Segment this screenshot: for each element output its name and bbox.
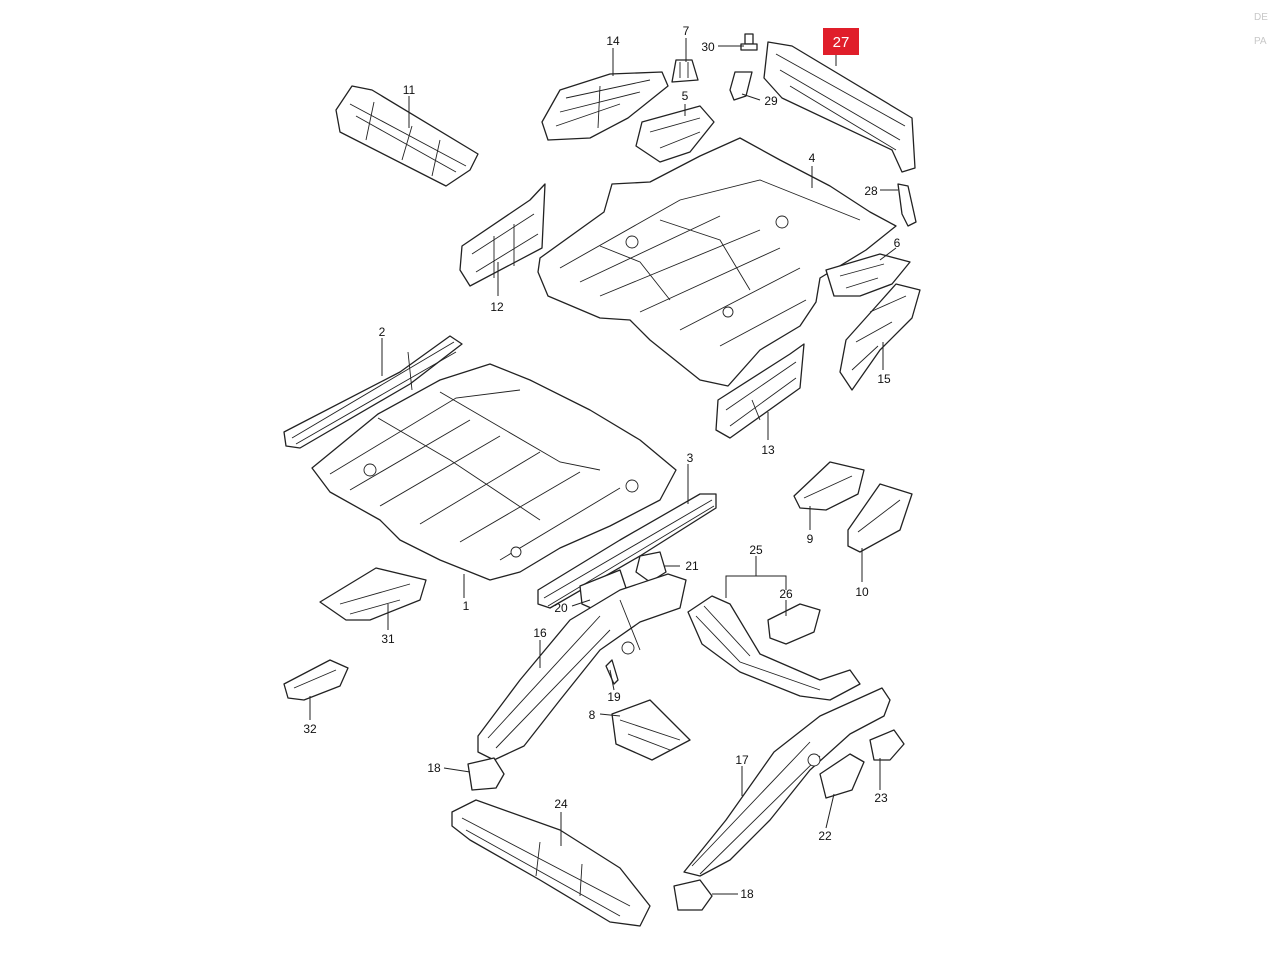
callout-10[interactable]: 10 bbox=[855, 585, 869, 599]
callout-16[interactable]: 16 bbox=[533, 626, 547, 640]
part-30-bolt[interactable] bbox=[740, 33, 758, 51]
callout-20[interactable]: 20 bbox=[554, 601, 568, 615]
part-7-bracket[interactable] bbox=[671, 59, 699, 83]
part-14-panel[interactable] bbox=[541, 71, 669, 141]
part-18-bracket-upper[interactable] bbox=[467, 757, 505, 791]
callout-13[interactable]: 13 bbox=[761, 443, 775, 457]
callout-27[interactable]: 27 bbox=[833, 34, 850, 51]
part-5-plate[interactable] bbox=[635, 105, 715, 163]
callout-9[interactable]: 9 bbox=[807, 532, 814, 546]
leader-lines bbox=[309, 38, 898, 895]
callout-15[interactable]: 15 bbox=[877, 372, 891, 386]
callout-18-lower[interactable]: 18 bbox=[740, 887, 754, 901]
callout-7[interactable]: 7 bbox=[683, 24, 690, 38]
callout-labels: 1 2 3 4 5 6 7 8 9 10 11 12 13 14 15 16 1… bbox=[303, 24, 900, 901]
part-15-member[interactable] bbox=[839, 283, 921, 391]
part-28-bracket[interactable] bbox=[897, 183, 917, 227]
part-8-plate[interactable] bbox=[611, 699, 691, 761]
callout-3[interactable]: 3 bbox=[687, 451, 694, 465]
part-25-frame[interactable] bbox=[687, 595, 861, 701]
callout-29[interactable]: 29 bbox=[764, 94, 778, 108]
callout-25[interactable]: 25 bbox=[749, 543, 763, 557]
callout-23[interactable]: 23 bbox=[874, 791, 888, 805]
callout-6[interactable]: 6 bbox=[894, 236, 901, 250]
part-1-front-floor[interactable] bbox=[311, 363, 677, 581]
callout-22[interactable]: 22 bbox=[818, 829, 832, 843]
callout-26[interactable]: 26 bbox=[779, 587, 793, 601]
callout-18-upper[interactable]: 18 bbox=[427, 761, 441, 775]
callout-27-highlight bbox=[823, 28, 859, 55]
part-11-panel[interactable] bbox=[335, 85, 479, 187]
callout-14[interactable]: 14 bbox=[606, 34, 620, 48]
callout-2[interactable]: 2 bbox=[379, 325, 386, 339]
callout-4[interactable]: 4 bbox=[809, 151, 816, 165]
callout-30[interactable]: 30 bbox=[701, 40, 715, 54]
part-6-plate[interactable] bbox=[825, 253, 911, 297]
callout-21[interactable]: 21 bbox=[685, 559, 699, 573]
corner-text-line: PA bbox=[1254, 36, 1267, 47]
part-16-member[interactable] bbox=[477, 573, 687, 761]
callout-12[interactable]: 12 bbox=[490, 300, 504, 314]
part-32-bracket[interactable] bbox=[283, 659, 349, 701]
callout-31[interactable]: 31 bbox=[381, 632, 395, 646]
part-3-sill[interactable] bbox=[537, 493, 717, 609]
part-22-bracket[interactable] bbox=[819, 753, 865, 799]
part-18-bracket-lower[interactable] bbox=[673, 879, 713, 911]
callout-5[interactable]: 5 bbox=[682, 89, 689, 103]
part-2-sill[interactable] bbox=[283, 335, 463, 449]
part-9-bracket[interactable] bbox=[793, 461, 865, 511]
part-12-panel[interactable] bbox=[459, 183, 546, 287]
part-24-crossmember[interactable] bbox=[451, 799, 651, 927]
part-13-panel[interactable] bbox=[715, 343, 805, 439]
part-31-plate[interactable] bbox=[319, 567, 427, 621]
part-26-bracket[interactable] bbox=[767, 603, 821, 645]
corner-text: DE PA bbox=[1254, 6, 1278, 54]
part-17-member[interactable] bbox=[683, 687, 891, 877]
callout-11[interactable]: 11 bbox=[403, 83, 416, 97]
callout-17[interactable]: 17 bbox=[735, 753, 749, 767]
callout-8[interactable]: 8 bbox=[589, 708, 596, 722]
callout-1[interactable]: 1 bbox=[463, 599, 470, 613]
callout-32[interactable]: 32 bbox=[303, 722, 317, 736]
part-10-bracket[interactable] bbox=[847, 483, 913, 553]
corner-text-line: DE bbox=[1254, 12, 1268, 23]
part-27-rear-panel[interactable] bbox=[763, 41, 916, 173]
part-23-bracket[interactable] bbox=[869, 729, 905, 761]
callout-28[interactable]: 28 bbox=[864, 184, 878, 198]
callout-24[interactable]: 24 bbox=[554, 797, 568, 811]
part-29-bracket[interactable] bbox=[729, 71, 753, 101]
callout-19[interactable]: 19 bbox=[607, 690, 621, 704]
part-4-rear-floor[interactable] bbox=[537, 137, 897, 387]
